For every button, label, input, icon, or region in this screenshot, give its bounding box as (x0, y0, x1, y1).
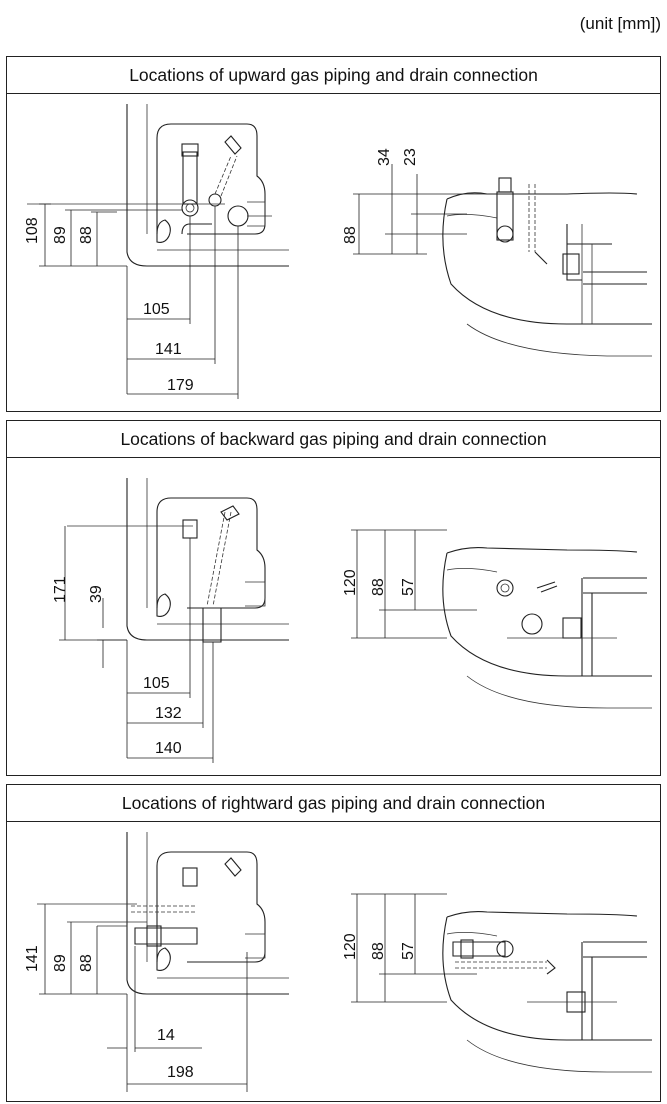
left-dimensions: 141 89 88 (24, 904, 127, 995)
dim-34: 34 (376, 148, 393, 166)
dim-198: 198 (167, 1064, 194, 1081)
dim-120: 120 (342, 569, 359, 596)
dim-57: 57 (400, 942, 417, 960)
dim-105: 105 (143, 301, 170, 318)
dim-171: 171 (52, 576, 69, 603)
dim-89: 89 (52, 226, 69, 244)
left-dimensions: 171 39 (52, 526, 127, 668)
dim-88: 88 (78, 954, 95, 972)
dim-88-right: 88 (342, 226, 359, 244)
dim-105: 105 (143, 675, 170, 692)
bottom-dimensions: 14 198 (107, 946, 248, 1092)
right-dimensions: 120 88 57 (342, 893, 477, 1003)
dim-88-right: 88 (370, 578, 387, 596)
dim-179: 179 (167, 377, 194, 394)
unit-perspective-view (442, 177, 652, 357)
dim-132: 132 (155, 705, 182, 722)
bottom-dimensions: 105 132 140 (126, 538, 214, 763)
unit-perspective-view (442, 547, 652, 709)
right-dimensions: 120 88 57 (342, 529, 477, 639)
panel-title: Locations of rightward gas piping and dr… (7, 785, 660, 822)
right-dimensions: 34 23 88 (342, 148, 487, 255)
dim-88: 88 (78, 226, 95, 244)
unit-perspective-view (442, 911, 652, 1073)
unit-side-view (67, 478, 289, 643)
dim-14: 14 (157, 1027, 175, 1044)
dim-140: 140 (155, 740, 182, 757)
left-dimensions: 108 89 88 (24, 203, 183, 267)
dim-57: 57 (400, 578, 417, 596)
dim-89: 89 (52, 954, 69, 972)
unit-label: (unit [mm]) (579, 14, 661, 33)
dim-141: 141 (155, 341, 182, 358)
dim-88-right: 88 (370, 942, 387, 960)
panel-upward: Locations of upward gas piping and drain… (6, 56, 661, 412)
dim-120: 120 (342, 933, 359, 960)
dim-23: 23 (402, 148, 419, 166)
dim-141: 141 (24, 945, 41, 972)
backward-diagram: 171 39 105 132 140 120 88 (52, 478, 652, 763)
bottom-dimensions: 105 141 179 (126, 206, 239, 399)
panel-rightward: Locations of rightward gas piping and dr… (6, 784, 661, 1102)
rightward-diagram: 141 89 88 14 198 120 8 (24, 832, 652, 1092)
upward-diagram: 108 89 88 105 141 179 (24, 104, 652, 399)
dim-108: 108 (24, 217, 41, 244)
dim-39: 39 (88, 585, 105, 603)
panel-title: Locations of backward gas piping and dra… (7, 421, 660, 458)
panel-title: Locations of upward gas piping and drain… (7, 57, 660, 94)
unit-side-view (37, 832, 289, 995)
panel-backward: Locations of backward gas piping and dra… (6, 420, 661, 776)
